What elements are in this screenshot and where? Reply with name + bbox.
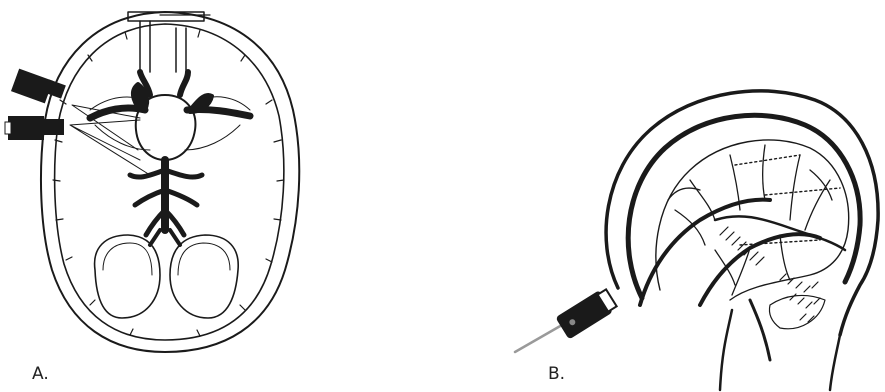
cerebellum-crosshatch [769,295,825,328]
top-marker-bar [128,12,204,21]
panel-a-caption: A. [32,364,49,384]
panel-b-sagittal-head: B. [500,70,885,392]
sagittal-head-illustration [500,70,885,392]
panel-b-caption: B. [548,364,565,384]
right-anterior-branch [180,72,188,95]
left-occipital-lobe [95,235,160,318]
fine-branch-lines [90,97,250,150]
brainstem [750,300,770,360]
right-occipital-lobe [170,235,238,318]
anterior-vessels [140,21,186,72]
inner-lobe-contours [103,243,230,275]
secondary-artery [715,216,845,250]
neck-outline [720,310,840,390]
brain-outline [656,140,849,300]
head-outline [606,91,878,335]
skull-outer-contour [41,12,299,352]
panel-a-axial-skull: A. [0,0,330,392]
probe-cable [515,325,562,352]
skull-inner-contour [55,24,284,340]
axial-skull-illustration [0,0,330,392]
posterior-artery [700,234,820,305]
ultrasound-probe-icon [555,287,618,340]
